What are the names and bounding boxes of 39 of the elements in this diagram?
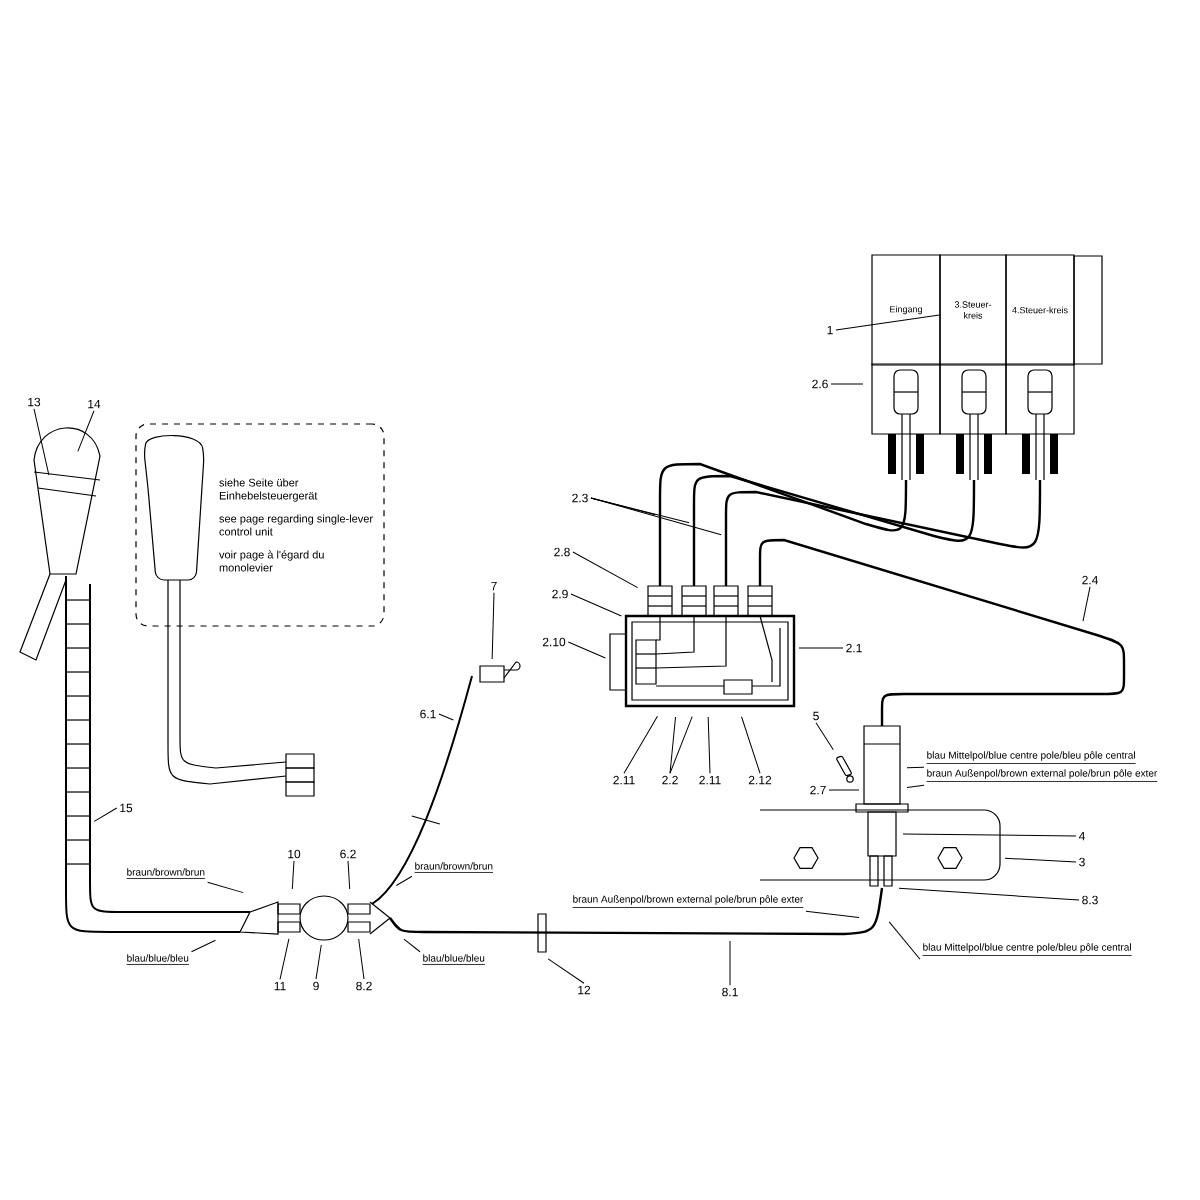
leader-line bbox=[906, 784, 925, 788]
leader-line bbox=[77, 410, 95, 452]
leader-line bbox=[358, 938, 365, 980]
leader-line bbox=[347, 860, 351, 890]
leader-line bbox=[191, 939, 216, 953]
leader-line bbox=[805, 910, 860, 918]
leader-line bbox=[729, 940, 731, 986]
leader-line bbox=[572, 551, 639, 589]
leader-line bbox=[207, 881, 244, 894]
leader-line bbox=[669, 716, 693, 774]
leader-line bbox=[830, 383, 864, 385]
leader-line bbox=[1082, 586, 1091, 622]
leader-line bbox=[815, 722, 834, 751]
leader-line bbox=[898, 887, 1080, 901]
leader-line bbox=[279, 938, 290, 980]
leader-line bbox=[570, 593, 622, 617]
leader-line bbox=[438, 713, 454, 721]
leader-line bbox=[403, 938, 421, 953]
leader-line bbox=[590, 497, 722, 536]
leader-line bbox=[798, 647, 844, 649]
leader-line bbox=[1004, 857, 1077, 863]
leader-line bbox=[828, 789, 860, 791]
leader-line bbox=[395, 875, 413, 886]
leader-line bbox=[33, 408, 50, 476]
leader-line bbox=[707, 716, 711, 774]
leader-line bbox=[291, 860, 295, 890]
leader-line bbox=[547, 958, 585, 984]
leader-line bbox=[902, 833, 1077, 837]
leader-line bbox=[835, 314, 940, 331]
leader-line bbox=[669, 716, 676, 774]
leader-line bbox=[315, 944, 322, 980]
leader-line bbox=[491, 592, 495, 660]
leader-line bbox=[888, 921, 921, 960]
leader-line bbox=[741, 716, 761, 774]
leader-line bbox=[906, 766, 925, 769]
leader-line bbox=[623, 715, 658, 774]
leader-line bbox=[590, 497, 690, 524]
leader-line bbox=[93, 807, 118, 822]
leader-line bbox=[567, 641, 606, 659]
